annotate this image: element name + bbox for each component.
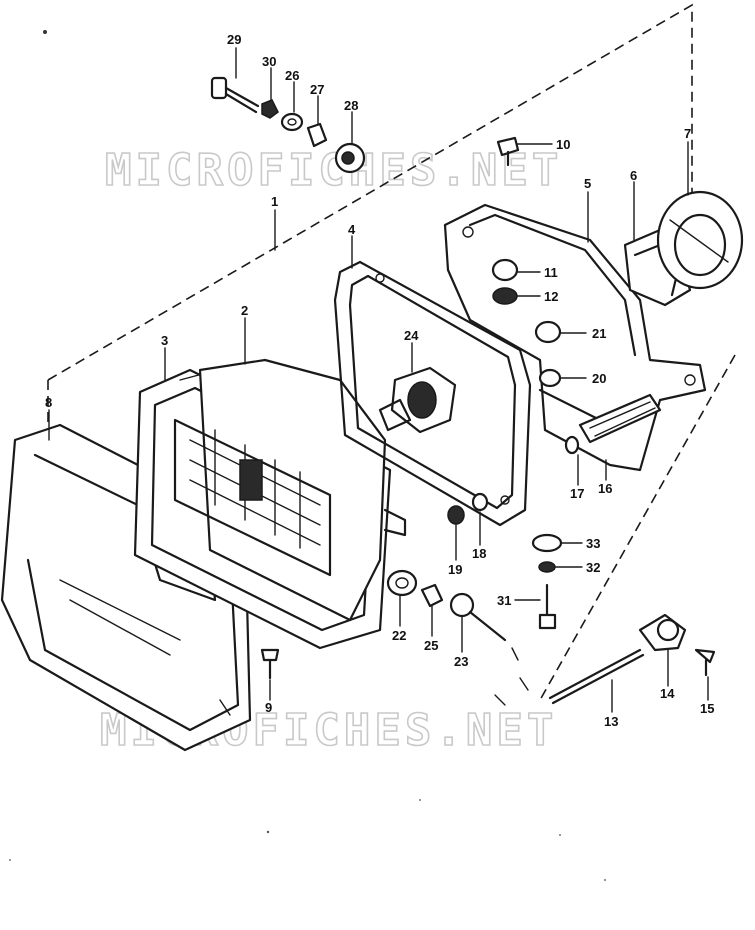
bulb-23 xyxy=(449,592,519,661)
callout-3: 3 xyxy=(161,333,168,348)
callout-28: 28 xyxy=(344,98,358,113)
screw-9 xyxy=(260,648,280,680)
callout-22: 22 xyxy=(392,628,406,643)
callout-32: 32 xyxy=(586,560,600,575)
callout-33: 33 xyxy=(586,536,600,551)
cushion-21 xyxy=(534,320,562,344)
nut-17 xyxy=(564,435,580,455)
callout-9: 9 xyxy=(265,700,272,715)
callout-26: 26 xyxy=(285,68,299,83)
bolt-31 xyxy=(538,583,557,630)
nut-18 xyxy=(471,492,489,512)
callout-19: 19 xyxy=(448,562,462,577)
callout-12: 12 xyxy=(544,289,558,304)
collar-25 xyxy=(420,583,444,608)
bolt-29 xyxy=(210,76,260,114)
cushion-28 xyxy=(334,142,366,174)
callout-5: 5 xyxy=(584,176,591,191)
callout-31: 31 xyxy=(497,593,511,608)
callout-11: 11 xyxy=(544,265,558,280)
cushion-19 xyxy=(447,505,465,525)
reflector-cover xyxy=(656,190,744,290)
callout-23: 23 xyxy=(454,654,468,669)
washer-32 xyxy=(538,561,556,573)
cushion-11 xyxy=(491,258,519,282)
nut-30 xyxy=(261,99,279,119)
callout-16: 16 xyxy=(598,481,612,496)
cushion-22 xyxy=(386,569,418,597)
callout-labels: 29 30 26 27 28 10 7 5 6 1 4 11 12 2 21 2… xyxy=(45,32,714,729)
callout-6: 6 xyxy=(630,168,637,183)
watermark-top: MICROFICHES.NET xyxy=(105,145,562,196)
leader-lines xyxy=(48,47,709,713)
knob-14 xyxy=(638,613,687,652)
callout-4: 4 xyxy=(348,222,356,237)
callout-15: 15 xyxy=(700,701,714,716)
callout-1: 1 xyxy=(271,194,278,209)
callout-18: 18 xyxy=(472,546,486,561)
washer-26 xyxy=(280,112,304,132)
callout-17: 17 xyxy=(570,486,584,501)
washer-12 xyxy=(492,287,518,305)
callout-27: 27 xyxy=(310,82,324,97)
callout-24: 24 xyxy=(404,328,419,343)
bulb-socket xyxy=(378,366,457,434)
callout-20: 20 xyxy=(592,371,606,386)
cable-13 xyxy=(494,648,645,706)
adjuster-rod xyxy=(578,393,662,444)
callout-8: 8 xyxy=(45,395,52,410)
screw-15 xyxy=(694,648,716,677)
collar-27 xyxy=(306,122,328,148)
callout-29: 29 xyxy=(227,32,241,47)
callout-21: 21 xyxy=(592,326,606,341)
screw-10 xyxy=(496,136,520,167)
scan-specks xyxy=(9,30,606,881)
collar-20 xyxy=(538,368,562,388)
callout-10: 10 xyxy=(556,137,570,152)
callout-7: 7 xyxy=(684,126,691,141)
callout-25: 25 xyxy=(424,638,438,653)
sealed-beam-unit xyxy=(173,358,407,622)
callout-14: 14 xyxy=(660,686,675,701)
mounting-frame xyxy=(333,260,532,527)
washer-33 xyxy=(531,533,563,553)
callout-2: 2 xyxy=(241,303,248,318)
callout-30: 30 xyxy=(262,54,276,69)
callout-13: 13 xyxy=(604,714,618,729)
